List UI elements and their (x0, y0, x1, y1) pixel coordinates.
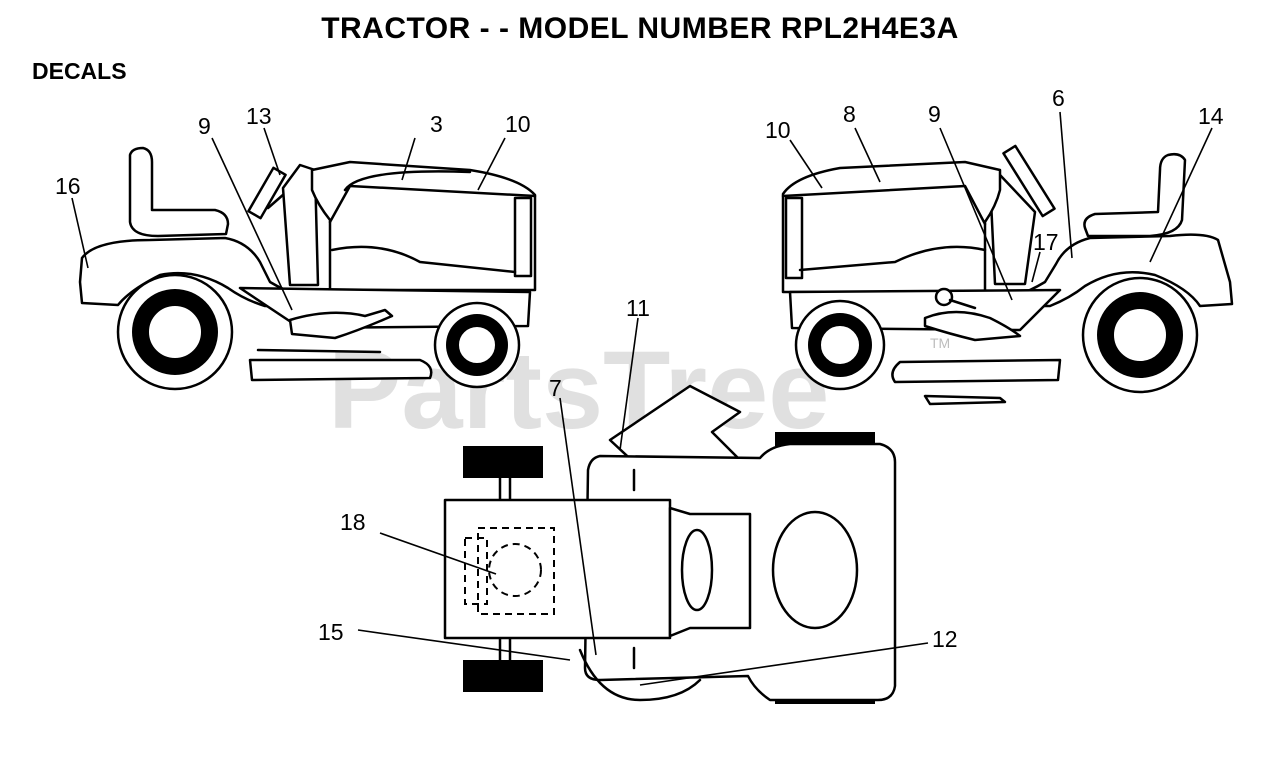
callout-6: 6 (1052, 85, 1065, 111)
watermark: PartsTree (328, 329, 829, 452)
callout-8: 8 (843, 101, 856, 127)
page-title: TRACTOR - - MODEL NUMBER RPL2H4E3A (321, 12, 959, 45)
callout-13: 13 (246, 103, 272, 129)
section-label: DECALS (32, 58, 127, 84)
callout-17: 17 (1033, 229, 1059, 255)
callout-3: 3 (430, 111, 443, 137)
callout-9: 9 (198, 113, 211, 139)
callout-12: 12 (932, 626, 958, 652)
tractor-top-view: 11 7 18 15 12 (318, 295, 958, 704)
callout-16: 16 (55, 173, 81, 199)
callout-14: 14 (1198, 103, 1224, 129)
callout-18: 18 (340, 509, 366, 535)
callout-10: 10 (505, 111, 531, 137)
callout-9-right: 9 (928, 101, 941, 127)
watermark-trademark: TM (930, 335, 950, 351)
callout-10-right: 10 (765, 117, 791, 143)
callout-7: 7 (549, 375, 562, 401)
tractor-left-side-view: 16 9 13 3 10 (55, 103, 537, 391)
tractor-right-side-view: 10 8 9 6 14 17 (765, 85, 1234, 406)
callout-11: 11 (626, 295, 650, 321)
callout-15: 15 (318, 619, 344, 645)
